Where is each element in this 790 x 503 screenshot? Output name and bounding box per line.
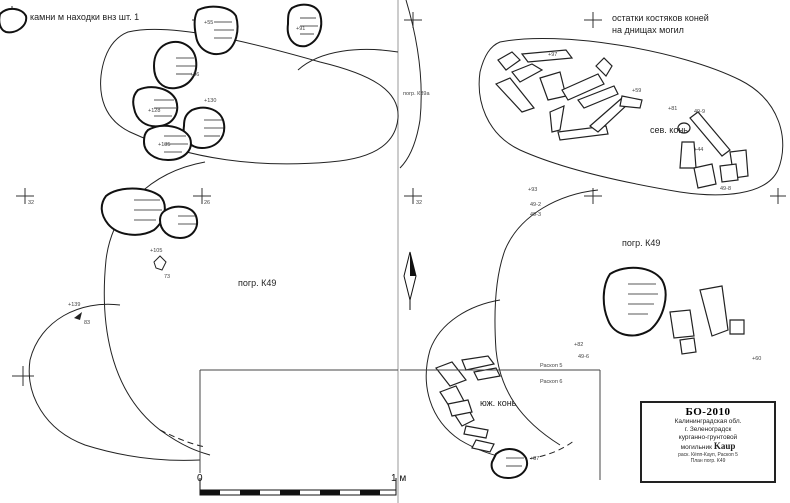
elevation-mark: +44	[694, 147, 703, 153]
title-block-site: могильник Kaup	[642, 442, 774, 452]
scale-label-zero: 0	[197, 473, 203, 484]
title-block: БО-2010 Калининградская обл. г. Зеленогр…	[640, 401, 776, 483]
grave-outline-dashed-right	[519, 439, 576, 461]
stone	[490, 448, 528, 480]
title-block-site-name: Kaup	[713, 441, 736, 451]
title-block-plan: План погр. К49	[690, 458, 726, 464]
elevation-mark: +60	[752, 356, 761, 362]
elevation-mark: +139	[68, 302, 80, 308]
grave-outline-southwest	[28, 303, 201, 461]
elevation-mark: +128	[148, 108, 160, 114]
elevation-mark: +82	[574, 342, 583, 348]
grave-outline-k49-right	[494, 189, 599, 446]
grave-outline-adjacent	[297, 48, 399, 71]
stone-hatching	[506, 283, 658, 467]
grave-outline-southwest-right	[425, 299, 521, 461]
stone	[152, 41, 198, 90]
scale-bar: 0 1 м	[197, 473, 406, 496]
stones-note: камни м находки внз шт. 1	[30, 12, 139, 22]
horse-bones-note: остатки костяков коней	[612, 13, 709, 23]
stone	[602, 266, 667, 337]
code-mark: 49-8	[720, 186, 731, 192]
grave-outline-horse-pit	[478, 37, 784, 196]
elevation-mark: +91	[296, 26, 305, 32]
stone	[158, 205, 198, 240]
title-block-site-prefix: могильник	[680, 444, 712, 451]
code-mark: 49-9	[694, 109, 705, 115]
elevation-mark: +87	[530, 456, 539, 462]
right-panel: остатки костяков коней на днищах могил п…	[399, 0, 786, 480]
elevation-mark: +55	[204, 20, 213, 26]
stone	[286, 3, 323, 48]
title-block-code: БО-2010	[685, 406, 731, 418]
grave-outline-dashed	[159, 429, 206, 448]
stone	[100, 187, 166, 236]
code-mark: 49-6	[578, 354, 589, 360]
left-panel: камни м находки внз шт. 1 погр. К49 +55 …	[0, 3, 406, 496]
small-find	[729, 319, 745, 335]
small-find	[679, 337, 697, 355]
title-block-excavation: раск. Кёпп-Кауп, Раскоп 5	[678, 452, 738, 458]
grave-label: погр. К39а	[403, 91, 430, 97]
horse-bones-note: на днищах могил	[612, 25, 684, 35]
north-arrow-icon	[403, 251, 417, 310]
stone	[142, 124, 192, 162]
grave-outline-k39a	[399, 0, 422, 169]
elevation-mark: +130	[204, 98, 216, 104]
horse-skeleton-south	[435, 355, 501, 453]
cut-label: Раскоп 5	[540, 363, 562, 369]
code-mark: 32	[416, 200, 422, 206]
code-mark: 83	[84, 320, 90, 326]
horse-label-south: юж. конь	[480, 398, 517, 408]
cut-boundary	[199, 369, 398, 473]
stone	[132, 86, 179, 128]
code-mark: 32	[28, 200, 34, 206]
title-block-town: г. Зеленоградск	[684, 426, 732, 433]
title-block-region: Калининградская обл.	[674, 418, 742, 425]
scale-label-one: 1 м	[391, 473, 406, 484]
elevation-mark: +97	[548, 52, 557, 58]
stone	[0, 8, 28, 34]
elevation-mark: +81	[668, 106, 677, 112]
grave-label: погр. К49	[622, 238, 660, 248]
grave-label: погр. К49	[238, 278, 276, 288]
cut-boundary	[400, 369, 601, 480]
elevation-mark: +135	[158, 142, 170, 148]
stone	[182, 106, 226, 150]
code-mark: 49-2	[530, 202, 541, 208]
code-mark: 26	[204, 200, 210, 206]
cut-label: Раскоп 6	[540, 379, 562, 385]
stone-hatching	[134, 17, 318, 225]
small-find	[153, 255, 167, 271]
code-mark: 73	[164, 274, 170, 280]
elevation-mark: +93	[528, 187, 537, 193]
grave-outline-upper	[100, 28, 399, 165]
elevation-mark: +96	[190, 72, 199, 78]
small-find	[669, 309, 695, 339]
elevation-mark: +105	[150, 248, 162, 254]
elevation-mark: +59	[632, 88, 641, 94]
horse-skeleton-north	[494, 49, 749, 189]
small-find	[74, 312, 82, 320]
code-mark: 49-3	[530, 212, 541, 218]
survey-cross	[404, 12, 786, 204]
title-block-type: курганно-грунтовой	[678, 434, 738, 441]
horse-label-north: сев. конь	[650, 125, 688, 135]
small-find	[699, 285, 729, 337]
